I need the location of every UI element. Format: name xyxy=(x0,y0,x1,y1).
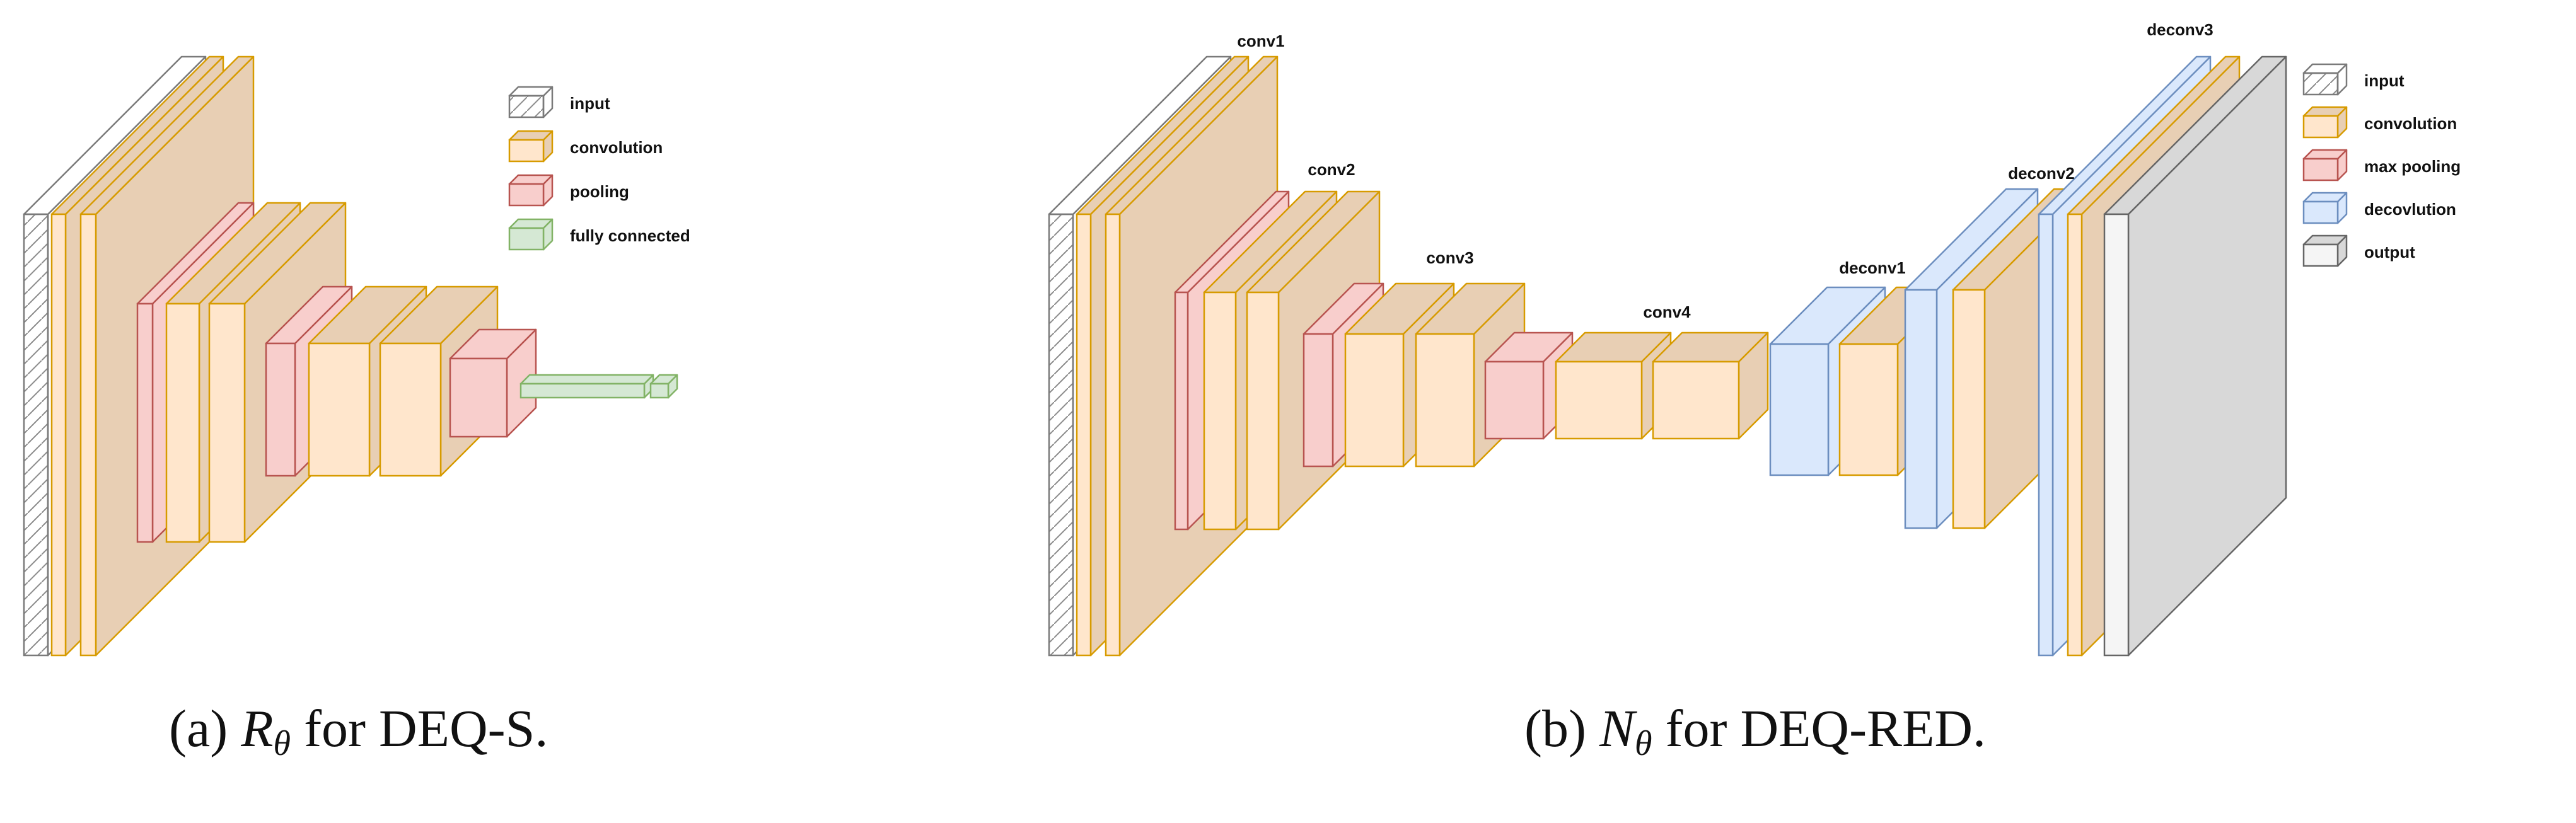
legend-b-swatch-deconv-top xyxy=(2302,192,2348,203)
b-block-label-conv3: conv3 xyxy=(1426,248,1473,267)
b-conv4-b-front xyxy=(1652,360,1740,440)
legend-a-label-fc: fully connected xyxy=(570,226,690,245)
b-deconv1-a-front xyxy=(1769,343,1830,476)
b-conv2-a-front xyxy=(1203,291,1237,531)
b-block-label-conv1: conv1 xyxy=(1237,32,1284,50)
network-a xyxy=(23,55,678,657)
caption-b-subscript: θ xyxy=(1634,724,1652,763)
b-input-layer-front xyxy=(1048,213,1074,657)
legend-a-swatch-fc-top xyxy=(508,218,554,229)
caption-a-suffix: for DEQ-S. xyxy=(291,699,548,758)
b-block-label-conv2: conv2 xyxy=(1308,160,1355,179)
b-conv4-a-front xyxy=(1555,360,1643,440)
a-conv-6-front xyxy=(379,342,442,477)
legend-b-swatch-conv-front xyxy=(2302,115,2339,139)
b-deconv2-a-front xyxy=(1904,289,1938,529)
a-pool-2-front xyxy=(265,342,296,477)
legend-a-swatch-conv-front xyxy=(508,139,545,163)
network-b: conv1 conv2 conv3 conv4 deconv1 deconv2 deconv… xyxy=(1048,20,2287,657)
legend-b-label-deconv: decovlution xyxy=(2364,200,2456,219)
b-conv4-b xyxy=(1652,331,1769,440)
b-block-label-deconv2: deconv2 xyxy=(2008,164,2075,183)
legend-b-swatch-output xyxy=(2302,234,2348,267)
legend-a-swatch-input-front xyxy=(508,95,545,118)
caption-b-suffix: for DEQ-RED. xyxy=(1652,699,1987,758)
legend-b: input convolution max pooling decovlution ou… xyxy=(2302,63,2461,267)
caption-a-subscript: θ xyxy=(273,724,291,763)
legend-b-swatch-pool-front xyxy=(2302,158,2339,181)
legend-a: input convolution pooling fully connected xyxy=(508,86,690,251)
legend-b-label-input: input xyxy=(2364,71,2405,90)
b-block-label-deconv1: deconv1 xyxy=(1839,258,1906,277)
a-fc-2 xyxy=(649,374,678,399)
legend-a-swatch-fc xyxy=(508,218,554,251)
a-conv-5-front xyxy=(308,342,371,477)
legend-b-label-pool: max pooling xyxy=(2364,157,2461,176)
legend-b-swatch-output-front xyxy=(2302,243,2339,267)
caption-a: (a) Rθ for DEQ-S. xyxy=(169,698,548,764)
a-conv-2-front xyxy=(79,213,97,657)
b-pool-1-front xyxy=(1174,291,1189,531)
b-deconv1-b-front xyxy=(1838,343,1899,476)
legend-b-swatch-pool-top xyxy=(2302,149,2348,160)
b-conv1-b-front xyxy=(1105,213,1121,657)
legend-b-label-conv: convolution xyxy=(2364,114,2457,133)
caption-a-prefix: (a) xyxy=(169,699,241,758)
caption-b-symbol: N xyxy=(1599,699,1635,758)
b-block-label-conv4: conv4 xyxy=(1643,302,1691,321)
a-conv-3-front xyxy=(165,302,200,543)
a-pool-1-front xyxy=(136,302,154,543)
a-input-layer-front xyxy=(23,213,49,657)
legend-b-swatch-input-top xyxy=(2302,63,2348,74)
legend-b-swatch-input-front xyxy=(2302,72,2339,96)
b-deconv3-b-front xyxy=(2067,213,2083,657)
b-conv3-b-front xyxy=(1415,333,1475,468)
a-conv-1-front xyxy=(50,213,67,657)
legend-a-swatch-conv xyxy=(508,130,554,163)
a-fc-1-front xyxy=(519,383,646,399)
legend-a-swatch-pool-front xyxy=(508,183,545,207)
legend-b-swatch-pool xyxy=(2302,149,2348,181)
a-conv-4-front xyxy=(208,302,246,543)
b-deconv3-a-front xyxy=(2038,213,2054,657)
legend-a-swatch-conv-top xyxy=(508,130,554,141)
b-block-label-deconv3: deconv3 xyxy=(2147,20,2213,39)
legend-b-swatch-deconv-front xyxy=(2302,200,2339,224)
b-conv2-b-front xyxy=(1246,291,1280,531)
legend-b-swatch-conv-top xyxy=(2302,106,2348,117)
b-deconv2-b-front xyxy=(1952,289,1986,529)
a-fc-1 xyxy=(519,374,654,399)
b-conv3-a-front xyxy=(1344,333,1405,468)
legend-a-swatch-pool-top xyxy=(508,174,554,185)
caption-b-prefix: (b) xyxy=(1524,699,1599,758)
b-pool-2-front xyxy=(1303,333,1334,468)
legend-a-swatch-input xyxy=(508,86,554,118)
legend-a-swatch-input-top xyxy=(508,86,554,97)
b-pool-3-front xyxy=(1484,360,1545,440)
legend-a-label-input: input xyxy=(570,94,610,113)
legend-b-swatch-output-top xyxy=(2302,234,2348,246)
legend-a-label-conv: convolution xyxy=(570,138,663,157)
b-output-layer-front xyxy=(2103,213,2130,657)
a-pool-3-front xyxy=(449,357,508,438)
a-fc-2-front xyxy=(649,383,670,399)
legend-a-swatch-pool xyxy=(508,174,554,207)
caption-b: (b) Nθ for DEQ-RED. xyxy=(1524,698,1986,764)
legend-b-swatch-deconv xyxy=(2302,192,2348,224)
a-pool-3 xyxy=(449,328,537,438)
legend-a-swatch-fc-front xyxy=(508,227,545,251)
legend-b-swatch-conv xyxy=(2302,106,2348,139)
b-output-layer xyxy=(2103,55,2287,657)
legend-b-label-output: output xyxy=(2364,243,2415,262)
caption-a-symbol: R xyxy=(241,699,274,758)
legend-b-swatch-input xyxy=(2302,63,2348,96)
legend-a-label-pool: pooling xyxy=(570,182,629,201)
b-conv1-a-front xyxy=(1076,213,1092,657)
a-fc-1-top xyxy=(519,374,654,385)
